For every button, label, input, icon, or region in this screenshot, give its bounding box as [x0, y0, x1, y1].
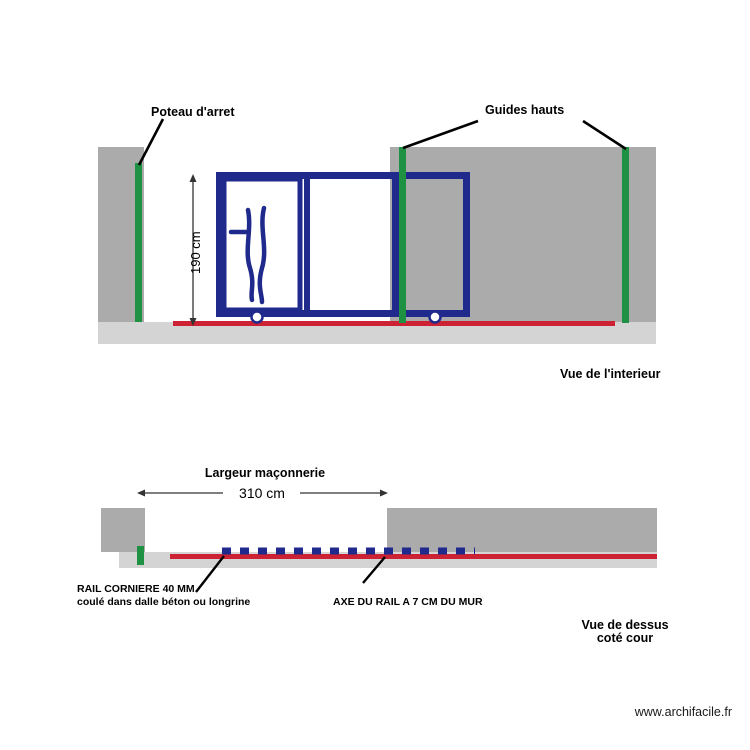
dimension-caption-largeur-maconnerie: Largeur maçonnerie	[204, 466, 326, 480]
pillar-left	[101, 508, 145, 552]
gate-pedestrian-frame	[221, 176, 303, 313]
view-caption-interior: Vue de l'interieur	[560, 367, 661, 381]
gate-wheel-left	[250, 310, 264, 324]
gate-stile-left	[216, 172, 223, 317]
rail-red-line-top	[173, 321, 615, 326]
green-post-marker	[137, 546, 144, 565]
view-caption-top-line1: Vue de dessus	[581, 618, 669, 632]
dimension-310cm	[137, 489, 388, 497]
note-rail-corniere-line2: coulé dans dalle béton ou longrine	[77, 596, 251, 608]
gate-leaf-symbol	[245, 207, 255, 303]
green-stop-post	[135, 163, 142, 322]
callout-line-guides-hauts-right	[582, 119, 627, 151]
gate-stile-right	[392, 172, 399, 317]
green-guide-post-outer	[622, 147, 629, 323]
blue-gate-assembly	[216, 172, 470, 324]
callout-line-rail-corniere	[195, 555, 225, 593]
floor-slab	[98, 322, 656, 344]
view-caption-top-line2: coté cour	[596, 631, 654, 645]
callout-label-guides-hauts: Guides hauts	[485, 103, 565, 117]
footer-url: www.archifacile.fr	[634, 705, 732, 719]
dimension-label-width: 310 cm	[239, 485, 285, 501]
callout-line-poteau-arret	[137, 118, 165, 166]
note-axe-du-rail: AXE DU RAIL A 7 CM DU MUR	[333, 596, 483, 608]
dimension-label-height: 190 cm	[188, 231, 203, 274]
gate-wheel-right	[428, 310, 442, 324]
rail-red-line-bottom	[170, 554, 657, 559]
gate-stile-far-right	[463, 172, 470, 317]
gate-leaf-symbol-2	[257, 205, 267, 305]
pillar-right	[387, 508, 657, 553]
callout-line-axe-du-rail	[362, 556, 386, 584]
callout-line-guides-hauts-left	[402, 119, 479, 150]
gate-bottom-rail	[216, 310, 470, 317]
gate-top-rail	[216, 172, 470, 179]
green-guide-post-inner	[399, 147, 406, 323]
dimension-190cm	[189, 174, 197, 326]
gate-stile-middle	[304, 172, 310, 317]
note-rail-corniere-line1: RAIL CORNIERE 40 MM	[77, 583, 195, 595]
callout-label-poteau-arret: Poteau d'arret	[151, 105, 235, 119]
